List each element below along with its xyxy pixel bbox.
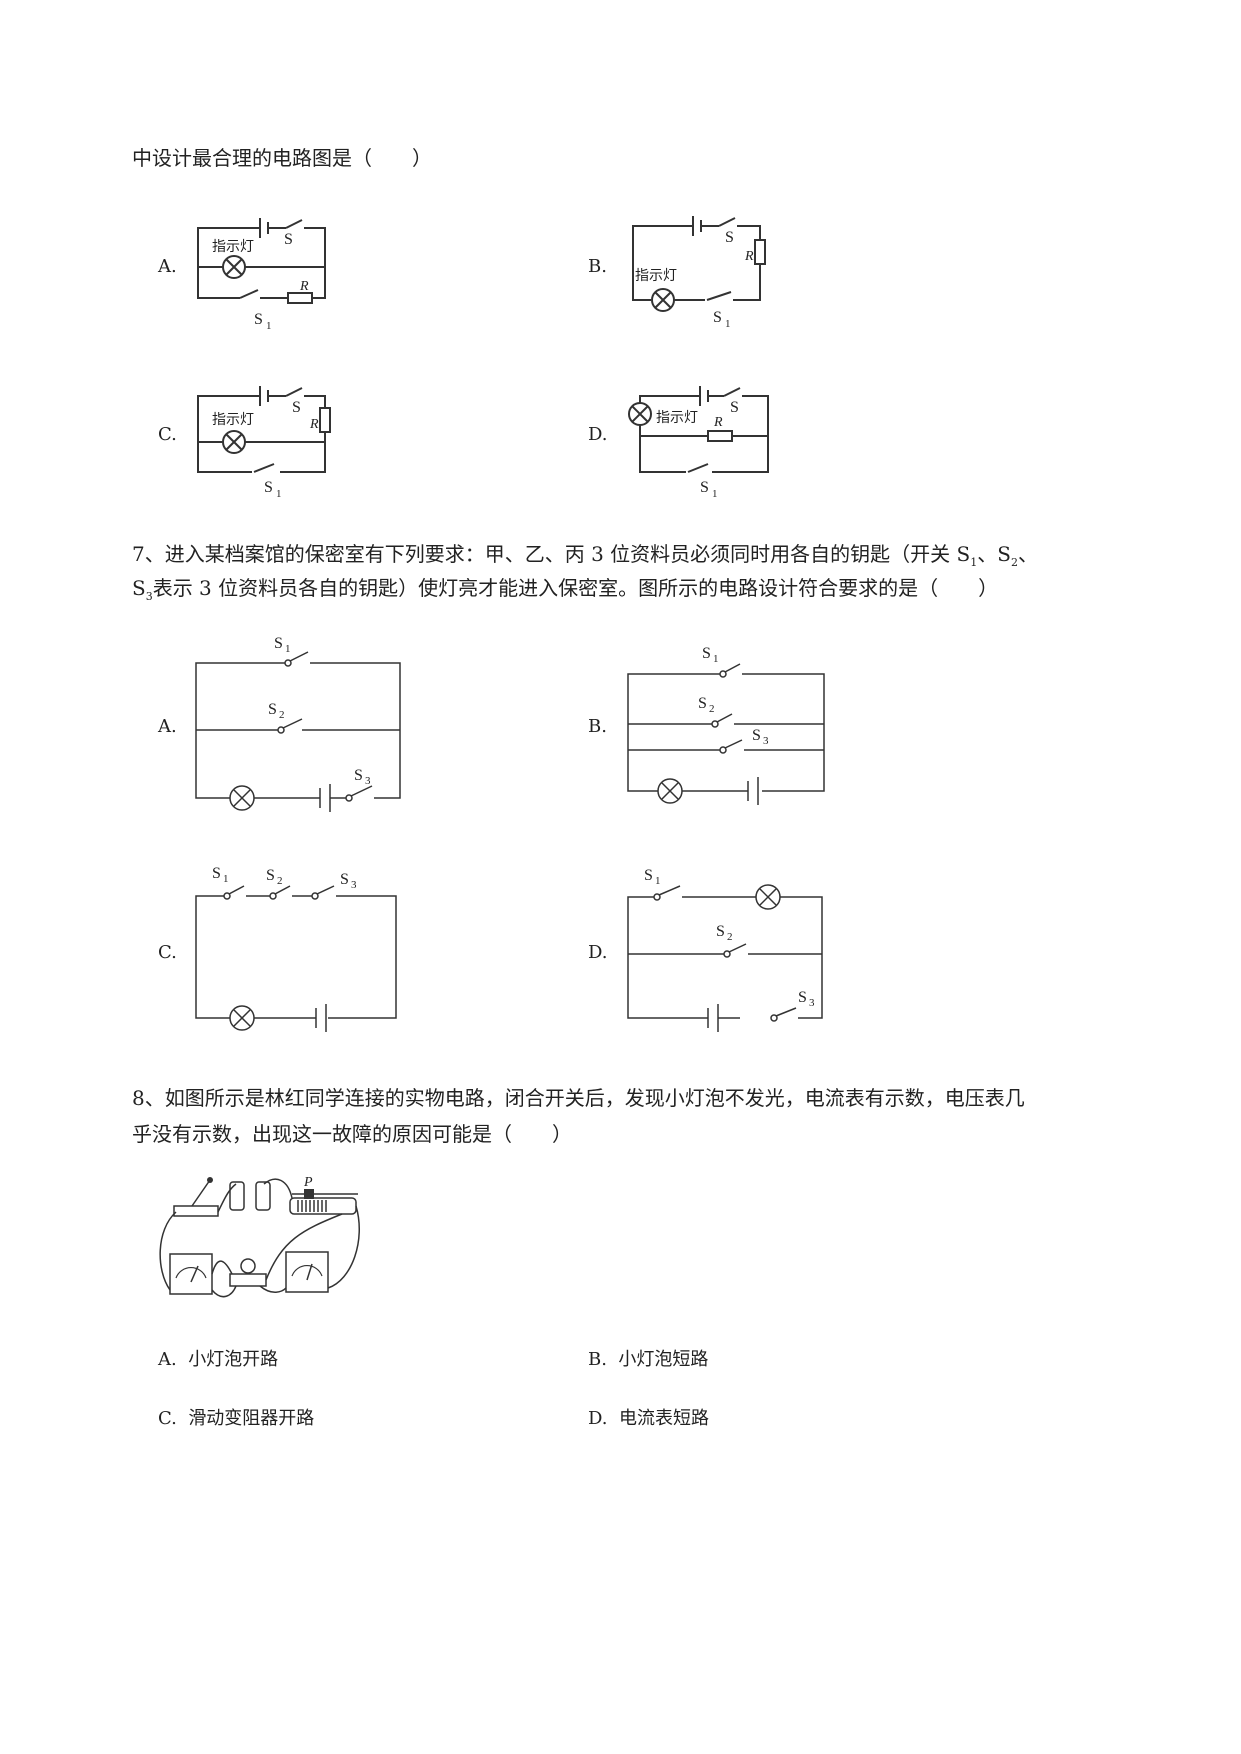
q8-question-line1: 8、如图所示是林红同学连接的实物电路，闭合开关后，发现小灯泡不发光，电流表有示数… xyxy=(132,1086,1025,1110)
q6-question-tail: 中设计最合理的电路图是（ ） xyxy=(132,146,432,170)
svg-text:1: 1 xyxy=(285,643,291,655)
q8-physical-circuit-figure: P xyxy=(159,1175,360,1298)
sliding-rheostat xyxy=(289,1197,357,1215)
svg-text:S: S xyxy=(292,399,301,416)
voltmeter xyxy=(285,1251,329,1293)
svg-text:S: S xyxy=(698,695,707,712)
indicator-label: 指示灯 xyxy=(212,239,254,255)
svg-text:S: S xyxy=(644,867,653,884)
q6-option-c-label[interactable]: C. xyxy=(158,424,177,445)
q7-option-a-label[interactable]: A. xyxy=(158,716,177,737)
q7-question-line1: 7、进入某档案馆的保密室有下列要求：甲、乙、丙 3 位资料员必须同时用各自的钥匙… xyxy=(132,542,1038,569)
svg-text:S: S xyxy=(702,645,711,662)
q6-circuit-d: 指示灯 S R S 1 xyxy=(628,386,769,500)
svg-text:2: 2 xyxy=(277,875,283,887)
svg-text:2: 2 xyxy=(279,709,285,721)
q6-option-d-label[interactable]: D. xyxy=(588,424,608,445)
svg-text:1: 1 xyxy=(276,488,282,500)
svg-text:3: 3 xyxy=(365,775,371,787)
svg-text:2: 2 xyxy=(727,931,733,943)
svg-text:P: P xyxy=(303,1175,313,1190)
svg-text:S: S xyxy=(268,701,277,718)
ammeter xyxy=(169,1253,213,1295)
svg-text:S: S xyxy=(725,229,734,246)
svg-text:3: 3 xyxy=(351,879,357,891)
svg-text:R: R xyxy=(309,417,319,432)
battery-cell xyxy=(229,1181,245,1211)
svg-text:S: S xyxy=(713,309,722,326)
q6-circuit-c: 指示灯 S R S 1 xyxy=(197,386,331,500)
svg-text:1: 1 xyxy=(266,320,272,332)
svg-text:1: 1 xyxy=(713,653,719,665)
svg-text:S: S xyxy=(284,231,293,248)
svg-text:S: S xyxy=(212,865,221,882)
q8-option-b[interactable]: B. 小灯泡短路 xyxy=(588,1349,709,1370)
svg-text:1: 1 xyxy=(725,318,731,330)
q8-option-c[interactable]: C. 滑动变阻器开路 xyxy=(158,1408,315,1429)
bulb-holder xyxy=(229,1273,267,1287)
q7-option-b-label[interactable]: B. xyxy=(588,716,607,737)
svg-text:S: S xyxy=(266,867,275,884)
svg-text:3: 3 xyxy=(763,735,769,747)
svg-text:S: S xyxy=(752,727,761,744)
svg-text:指示灯: 指示灯 xyxy=(212,412,254,428)
svg-text:S: S xyxy=(340,871,349,888)
svg-text:S: S xyxy=(354,767,363,784)
q6-circuit-a: 指示灯 S R S 1 xyxy=(197,218,326,332)
svg-text:指示灯: 指示灯 xyxy=(656,410,698,426)
q8-option-d[interactable]: D. 电流表短路 xyxy=(588,1408,709,1429)
q8-option-a[interactable]: A. 小灯泡开路 xyxy=(158,1349,279,1370)
svg-text:R: R xyxy=(713,415,723,430)
battery-cell xyxy=(255,1181,271,1211)
svg-text:R: R xyxy=(744,249,754,264)
svg-text:1: 1 xyxy=(655,875,661,887)
q7-option-d-label[interactable]: D. xyxy=(588,942,608,963)
knife-switch xyxy=(173,1205,219,1217)
svg-text:S: S xyxy=(254,311,263,328)
svg-text:1: 1 xyxy=(223,873,229,885)
small-bulb xyxy=(240,1258,256,1274)
q7-question-line2: S3表示 3 位资料员各自的钥匙）使灯亮才能进入保密室。图所示的电路设计符合要求… xyxy=(132,576,999,603)
q6-option-b-label[interactable]: B. xyxy=(588,256,607,277)
svg-text:1: 1 xyxy=(712,488,718,500)
q8-question-line2: 乎没有示数，出现这一故障的原因可能是（ ） xyxy=(132,1122,572,1146)
svg-text:S: S xyxy=(264,479,273,496)
svg-text:R: R xyxy=(299,279,309,294)
svg-text:S: S xyxy=(700,479,709,496)
svg-text:S: S xyxy=(730,399,739,416)
svg-text:3: 3 xyxy=(809,997,815,1009)
svg-text:S: S xyxy=(274,635,283,652)
q7-option-c-label[interactable]: C. xyxy=(158,942,177,963)
q6-option-a-label[interactable]: A. xyxy=(158,256,177,277)
svg-text:指示灯: 指示灯 xyxy=(635,268,677,284)
svg-text:S: S xyxy=(716,923,725,940)
q6-circuit-b: 指示灯 S R S 1 xyxy=(632,216,766,330)
svg-text:2: 2 xyxy=(709,703,715,715)
svg-text:S: S xyxy=(798,989,807,1006)
